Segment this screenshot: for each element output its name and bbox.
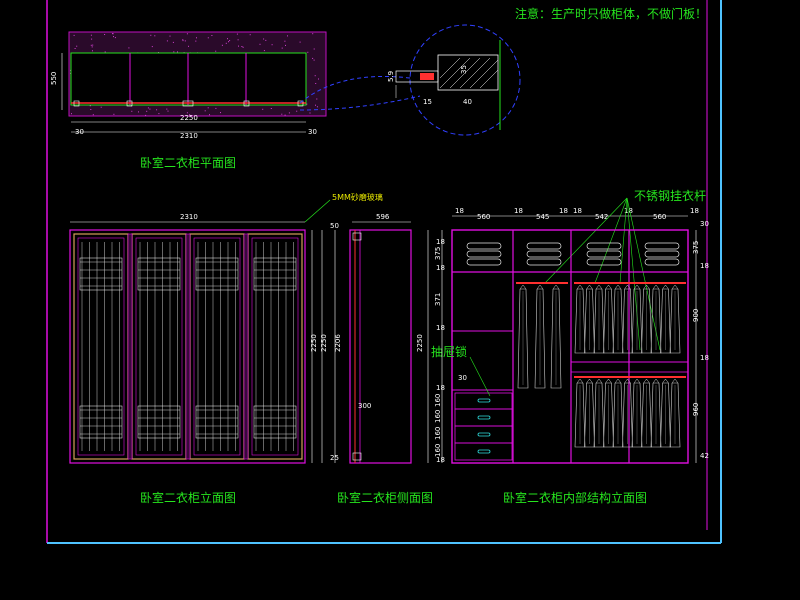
- int-dim-18e: 18: [624, 207, 633, 215]
- int-dim-18b: 18: [514, 207, 523, 215]
- side-bottom-dim: 25: [330, 454, 339, 462]
- int-dim-560a: 560: [477, 213, 490, 221]
- glass-label: 5MM砂磨玻璃: [332, 192, 383, 202]
- drawer-lock-label: 抽屉锁: [431, 344, 467, 359]
- int-dim-542: 542: [595, 213, 608, 221]
- int-h-375a: 375: [434, 247, 442, 260]
- detail-seal: [420, 73, 434, 80]
- front-cabinet-outline: [69, 229, 306, 464]
- glass-leader: [304, 199, 331, 223]
- int-h-30: 30: [700, 220, 709, 228]
- plan-handle-5: [297, 100, 304, 107]
- plan-title: 卧室二衣柜平面图: [140, 155, 236, 170]
- int-h-42: 42: [700, 452, 709, 460]
- int-h-18b: 18: [436, 264, 445, 272]
- detail-circle: [409, 24, 521, 136]
- front-title: 卧室二衣柜立面图: [140, 490, 236, 505]
- plan-depth-dim: 550: [50, 72, 58, 85]
- int-hanging-garments: [517, 284, 681, 448]
- detail-dim-35: 35: [460, 65, 468, 74]
- production-note: 注意：生产时只做柜体，不做门板！: [515, 6, 707, 21]
- plan-total-dim: 2310: [180, 132, 198, 140]
- side-top-track: [352, 232, 362, 241]
- front-elevation: 2310 2250 2250 卧室二衣柜立面图: [69, 213, 328, 505]
- detail-hatch: [439, 57, 499, 89]
- side-elevation: 5MM砂磨玻璃 596 2206 50 25 300 卧室二衣柜侧面图: [304, 192, 433, 505]
- int-h-375b: 375: [692, 241, 700, 254]
- int-dim-18f: 18: [690, 207, 699, 215]
- int-h-30b: 30: [458, 374, 467, 382]
- int-h-160d: 160: [434, 444, 442, 457]
- int-h-18c: 18: [436, 324, 445, 332]
- int-h-371: 371: [434, 293, 442, 306]
- front-door-panels: [73, 233, 303, 460]
- int-dim-18d: 18: [573, 207, 582, 215]
- int-dim-545: 545: [536, 213, 549, 221]
- int-h-960: 960: [692, 403, 700, 416]
- int-h-18f: 18: [700, 262, 709, 270]
- int-right-shelf-board: [570, 361, 689, 373]
- int-height-total: 2250: [416, 334, 424, 352]
- plan-handle-1: [73, 100, 80, 107]
- int-h-18e: 18: [436, 456, 445, 464]
- side-title: 卧室二衣柜侧面图: [337, 490, 433, 505]
- detail-dim-40: 40: [463, 98, 472, 106]
- front-height-dim-2: 2250: [320, 334, 328, 352]
- side-height-dim: 2206: [334, 334, 342, 352]
- plan-handle-2: [126, 100, 133, 107]
- plan-inner-dim: 2250: [180, 114, 198, 122]
- rail-leaders: [544, 197, 661, 351]
- int-h-160c: 160: [434, 427, 442, 440]
- side-mid-dim: 300: [358, 402, 371, 410]
- detail-track: [395, 70, 439, 83]
- int-h-18a: 18: [436, 238, 445, 246]
- int-h-900: 900: [692, 309, 700, 322]
- detail-callout: 15 40 35 5.9: [299, 24, 521, 136]
- int-folded-clothes: [466, 242, 680, 266]
- int-cabinet-outline: [451, 229, 689, 464]
- detail-dim-59: 5.9: [387, 71, 395, 82]
- rail-label: 不锈钢挂衣杆: [634, 188, 706, 203]
- callout-leader-bottom: [299, 95, 421, 111]
- side-cabinet-outline: [349, 229, 412, 464]
- front-height-dim-1: 2250: [310, 334, 318, 352]
- callout-leader-top: [299, 75, 411, 104]
- side-width-dim: 596: [376, 213, 390, 221]
- int-h-160a: 160: [434, 394, 442, 407]
- front-width-dim: 2310: [180, 213, 198, 221]
- int-h-160b: 160: [434, 410, 442, 423]
- int-h-18g: 18: [700, 354, 709, 362]
- drawer-lock-leader: [469, 356, 491, 397]
- int-dim-18a: 18: [455, 207, 464, 215]
- plan-right-dim: 30: [308, 128, 317, 136]
- plan-handle-3: [182, 100, 194, 107]
- int-h-18d: 18: [436, 384, 445, 392]
- side-bottom-track: [352, 452, 362, 461]
- plan-handle-4: [243, 100, 250, 107]
- int-drawers: [454, 392, 513, 461]
- interior-elevation: 18 560 18 545 18 18 542 18 560 18 不锈钢挂衣杆: [416, 188, 709, 505]
- interior-title: 卧室二衣柜内部结构立面图: [503, 490, 647, 505]
- int-dim-18c: 18: [559, 207, 568, 215]
- plan-left-dim: 30: [75, 128, 84, 136]
- detail-dim-15: 15: [423, 98, 432, 106]
- int-dim-560b: 560: [653, 213, 666, 221]
- plan-view: 550 2250 2310 30 30 卧室二衣柜平面图: [50, 31, 327, 170]
- side-top-dim: 50: [330, 222, 339, 230]
